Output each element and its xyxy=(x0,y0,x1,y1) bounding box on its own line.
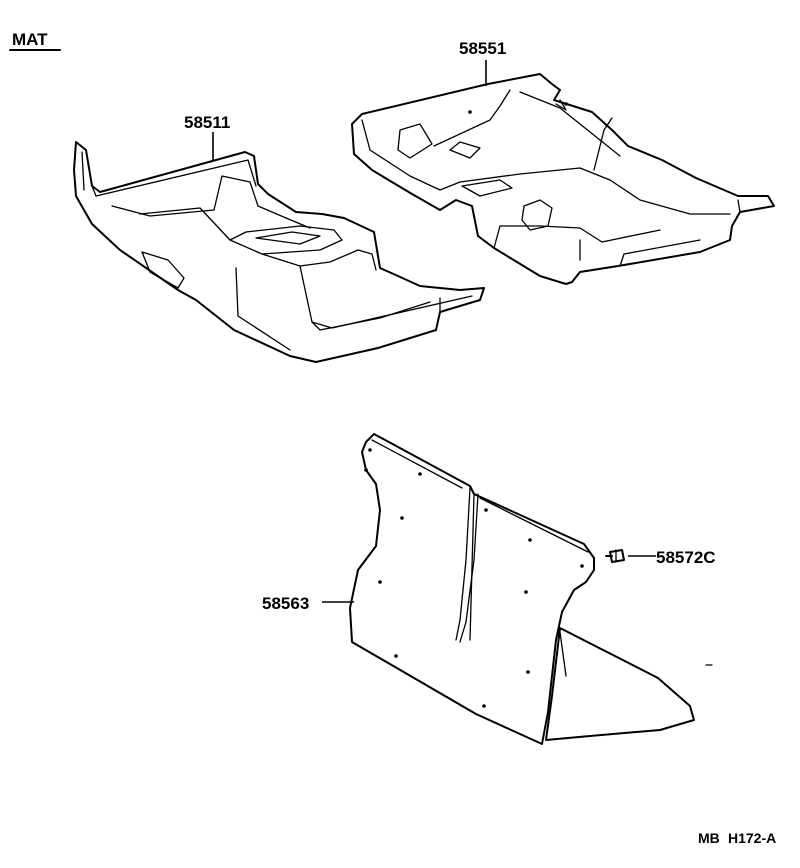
front-mat-part-number: 58511 xyxy=(184,113,230,132)
clip-fastener xyxy=(605,549,625,563)
diagram-title: MAT xyxy=(12,30,48,49)
rear-mat-part-number: 58551 xyxy=(459,39,506,58)
diagram-code: H172-A xyxy=(728,830,776,846)
front-floor-mat xyxy=(73,141,485,363)
panel-part-number: 58563 xyxy=(262,594,309,613)
diagram-code-prefix: MB xyxy=(698,830,720,846)
clip-part-number: 58572C xyxy=(656,548,716,567)
floor-panel xyxy=(349,433,695,745)
rear-floor-mat xyxy=(351,73,775,285)
